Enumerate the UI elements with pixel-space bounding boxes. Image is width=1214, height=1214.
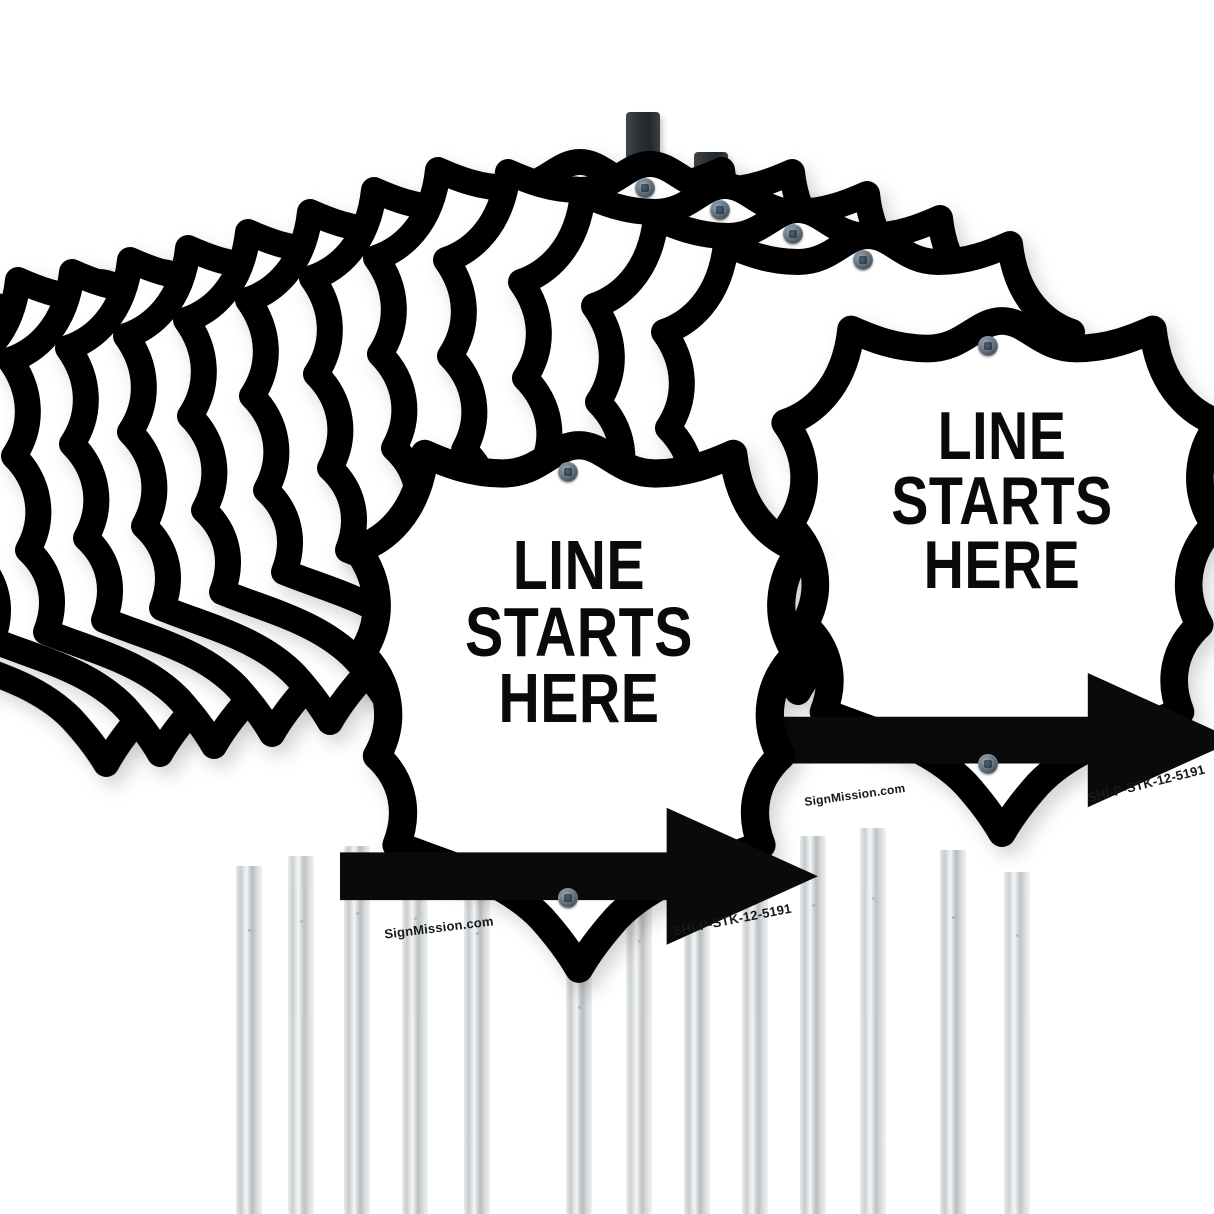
mounting-screw bbox=[635, 178, 655, 198]
front-sign-center: LINE STARTS HERE SignMission.com SHI-P-S… bbox=[340, 430, 818, 984]
sign-plate bbox=[340, 430, 818, 984]
mounting-screw-top bbox=[558, 462, 578, 482]
sign-stake bbox=[940, 850, 966, 1214]
sign-stake bbox=[566, 960, 592, 1214]
sign-stake bbox=[1004, 872, 1030, 1214]
mounting-screw bbox=[710, 200, 730, 220]
front-sign-right: LINE STARTS HERE SignMission.com SHI-P-S… bbox=[768, 306, 1214, 848]
mounting-screw bbox=[853, 250, 873, 270]
mounting-screw-bottom bbox=[978, 754, 998, 774]
mounting-screw-top bbox=[978, 336, 998, 356]
sign-stake bbox=[288, 856, 314, 1214]
sign-stake bbox=[860, 828, 886, 1214]
mounting-screw-bottom bbox=[558, 888, 578, 908]
sign-stake bbox=[236, 866, 262, 1214]
shield-outline-icon bbox=[343, 431, 815, 983]
mounting-screw bbox=[783, 224, 803, 244]
